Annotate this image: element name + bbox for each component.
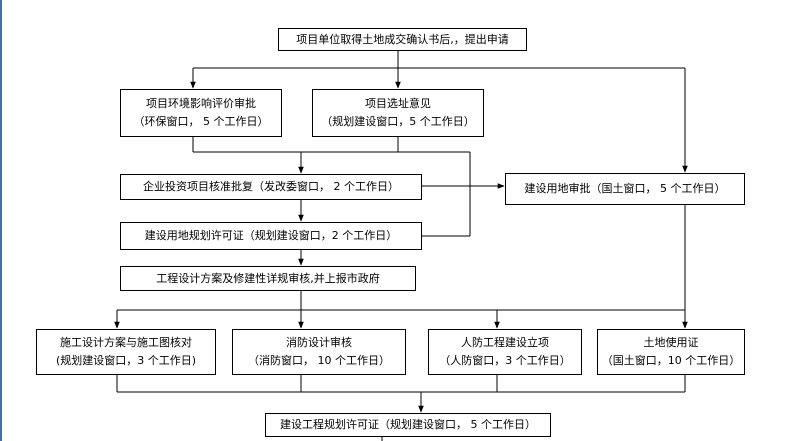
node-invest: 企业投资项目核准批复（发改委窗口， 2 个工作日） [120, 174, 422, 200]
node-site-line-1: 项目选址意见 [365, 97, 431, 111]
node-civil-line-1: 人防工程建设立项 [461, 336, 549, 350]
node-landapp: 建设用地审批（国土窗口， 5 个工作日） [505, 173, 745, 205]
node-invest-line-1: 企业投资项目核准批复（发改委窗口， 2 个工作日） [143, 180, 399, 194]
node-construct: 施工设计方案与施工图核对 (规划建设窗口，3 个工作日) [36, 329, 216, 375]
node-apply-line-1: 项目单位取得土地成交确认书后,，提出申请 [296, 32, 509, 46]
node-landapp-line-1: 建设用地审批（国土窗口， 5 个工作日） [524, 182, 726, 196]
node-design: 工程设计方案及修建性详规审核,并上报市政府 [120, 266, 416, 291]
node-fire-line-2: （消防窗口， 10 个工作日） [248, 354, 390, 367]
node-permit-line-1: 建设工程规划许可证（规划建设窗口， 5 个工作日） [280, 418, 536, 432]
node-civil-line-2: （人防窗口，3 个工作日） [439, 354, 571, 367]
node-landuse: 土地使用证 （国土窗口，10 个工作日） [597, 329, 745, 375]
node-site-line-2: （规划建设窗口，5 个工作日） [321, 115, 475, 128]
node-env-line-1: 项目环境影响评价审批 [146, 97, 256, 111]
node-env: 项目环境影响评价审批 （环保窗口， 5 个工作日） [120, 89, 282, 137]
node-construct-line-1: 施工设计方案与施工图核对 [60, 336, 192, 350]
node-civil: 人防工程建设立项 （人防窗口，3 个工作日） [428, 329, 582, 375]
node-landuse-line-1: 土地使用证 [643, 336, 699, 350]
node-design-line-1: 工程设计方案及修建性详规审核,并上报市政府 [156, 271, 380, 285]
node-landplan-line-1: 建设用地规划许可证（规划建设窗口，2 个工作日） [144, 229, 398, 243]
node-permit: 建设工程规划许可证（规划建设窗口， 5 个工作日） [265, 413, 551, 437]
node-site: 项目选址意见 （规划建设窗口，5 个工作日） [312, 89, 484, 137]
node-env-line-2: （环保窗口， 5 个工作日） [133, 115, 269, 128]
node-fire-line-1: 消防设计审核 [286, 336, 352, 350]
window-left-edge [0, 0, 2, 441]
node-landuse-line-2: （国土窗口，10 个工作日） [601, 354, 741, 367]
node-apply: 项目单位取得土地成交确认书后,，提出申请 [278, 28, 527, 51]
node-fire: 消防设计审核 （消防窗口， 10 个工作日） [232, 329, 406, 375]
node-construct-line-2: (规划建设窗口，3 个工作日) [55, 354, 197, 367]
node-landplan: 建设用地规划许可证（规划建设窗口，2 个工作日） [120, 222, 422, 250]
